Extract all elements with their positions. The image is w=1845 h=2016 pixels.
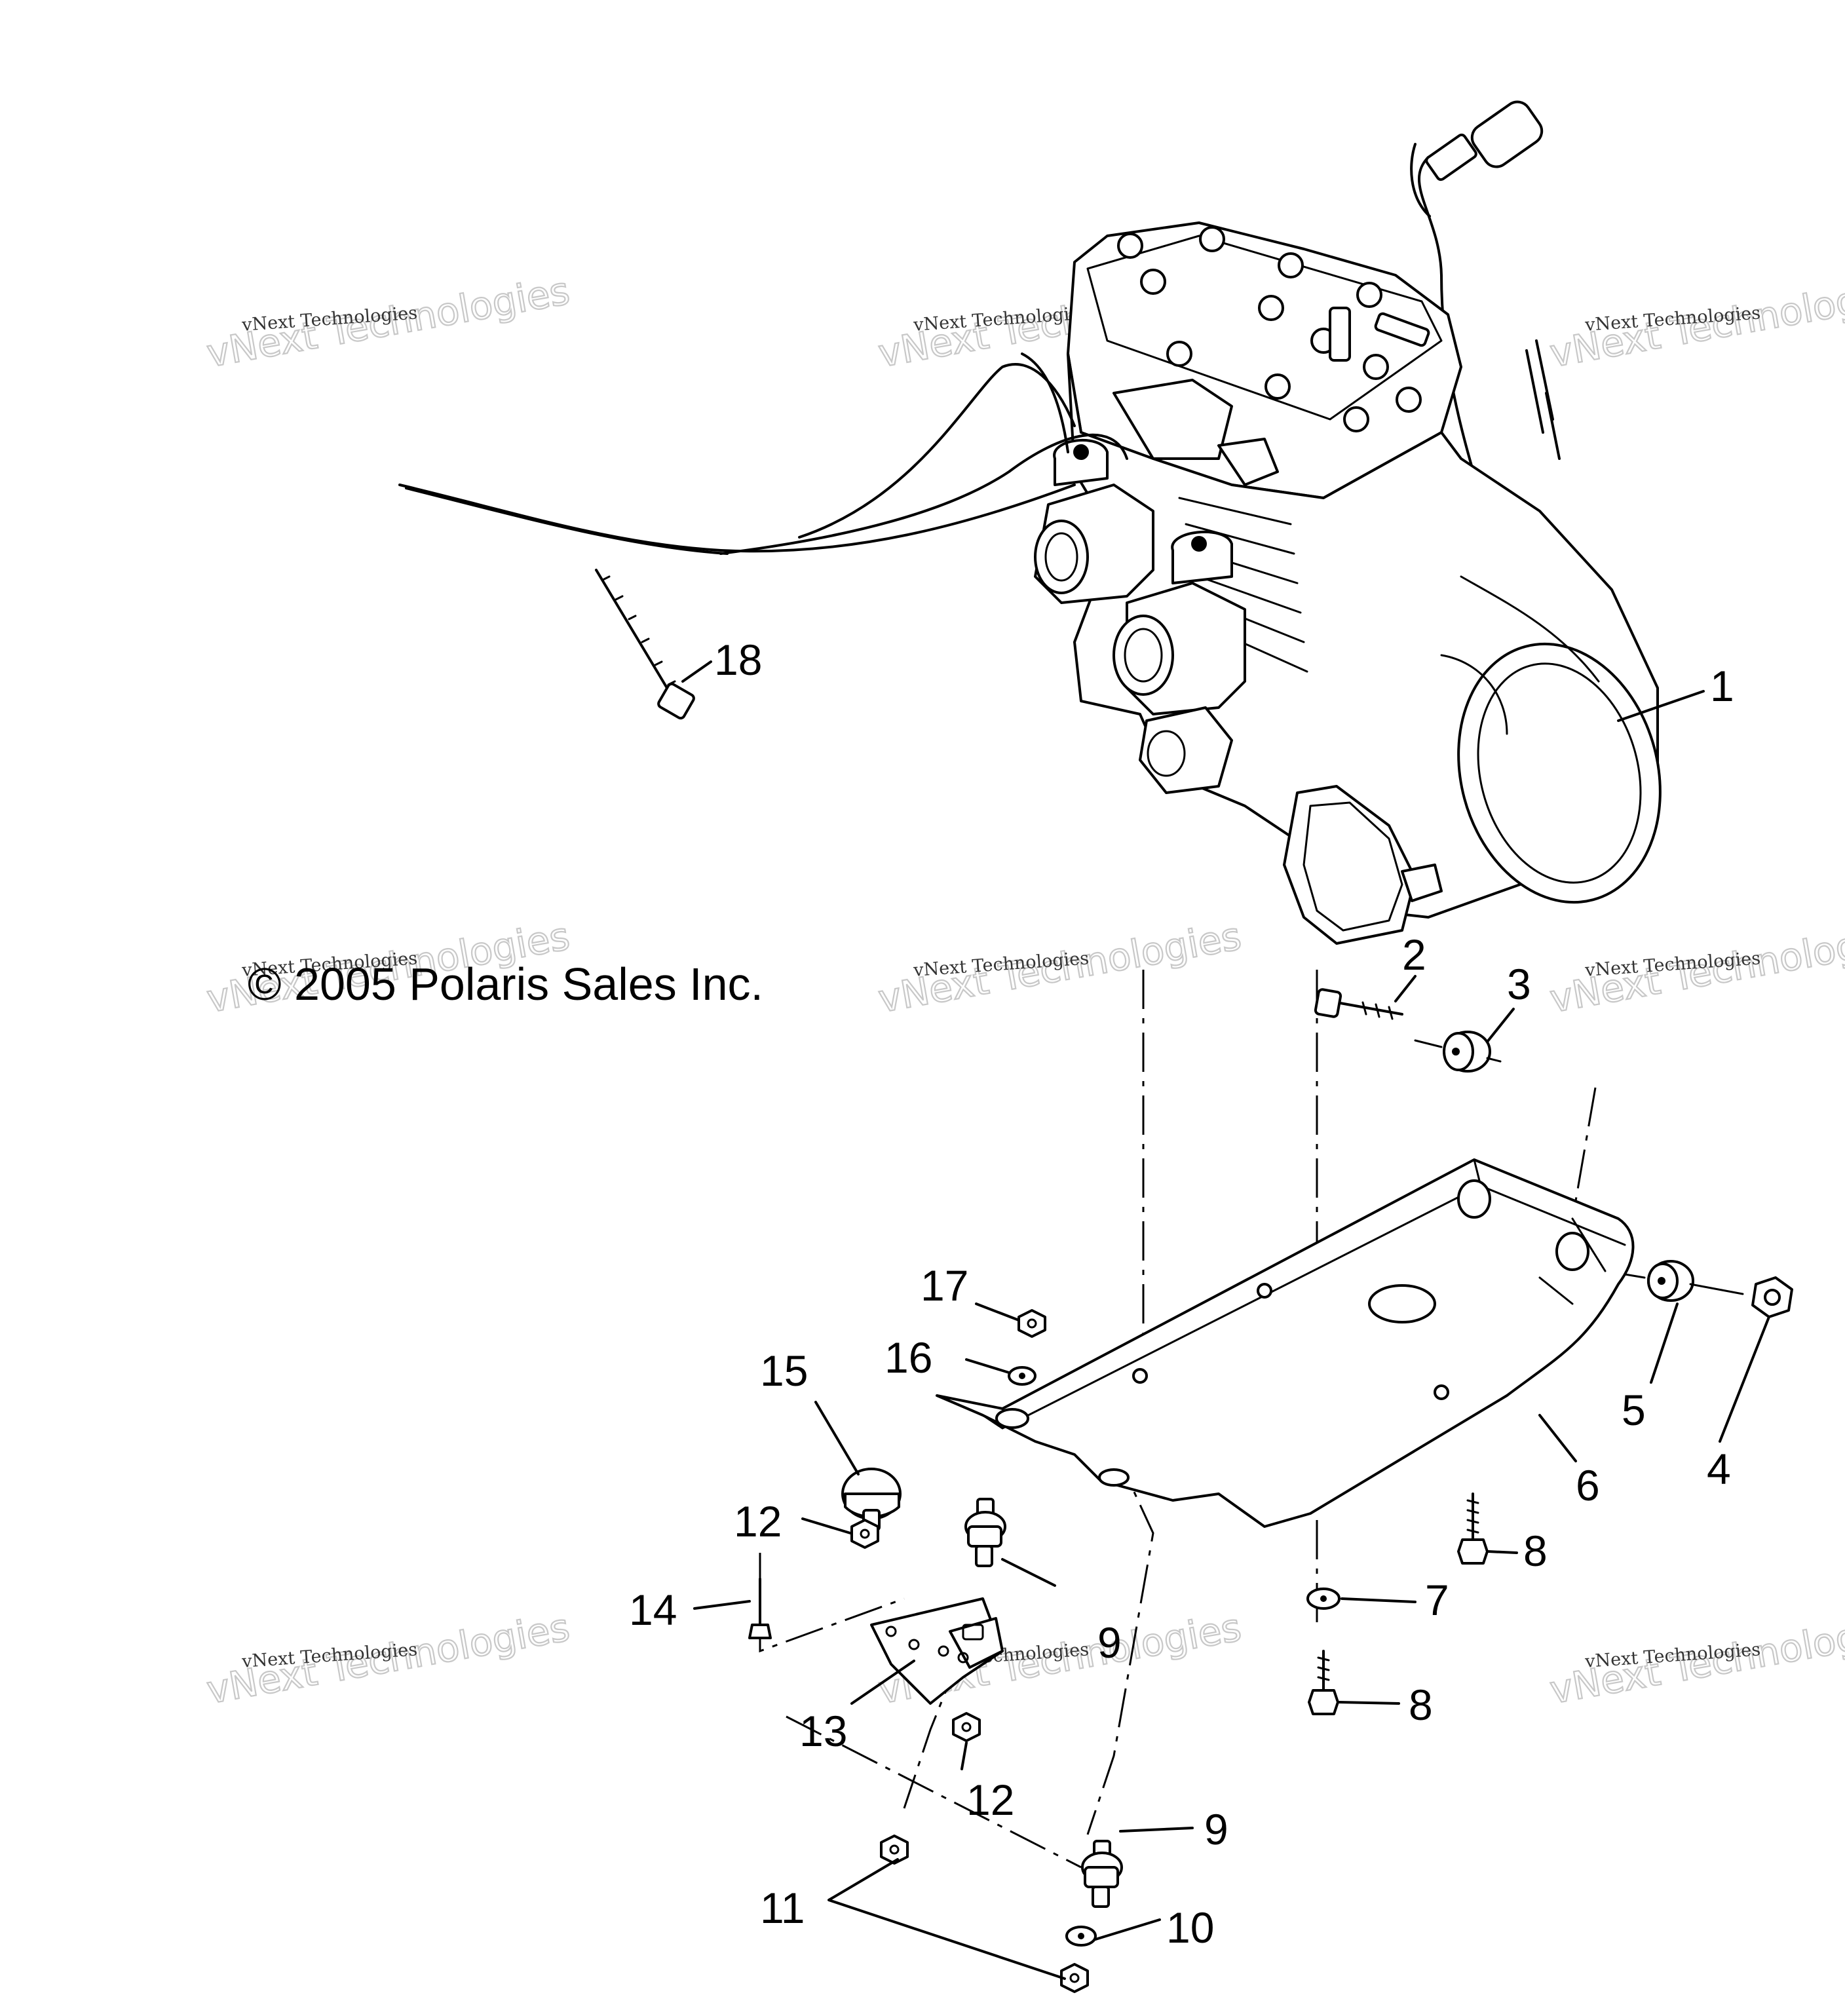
leader-9a [1001,1558,1056,1587]
leader-9b [1119,1827,1194,1833]
carburetor-lower [1113,530,1246,715]
part-9-mount-upper [964,1498,1006,1567]
callout-numbers: 1 2 3 4 5 6 7 8 8 9 9 10 11 12 12 13 14 … [629,636,1734,1952]
plate-hole-right [1555,1232,1589,1271]
callout-9a: 9 [1097,1618,1122,1667]
spark-plug-cap [1470,100,1544,168]
spark-plug [1329,307,1351,362]
engine-assembly [398,100,1662,945]
watermark-bottom-right: vNext Technologies vNext Technologies [1546,1604,1845,1713]
callout-16: 16 [884,1333,932,1382]
watermark-top-right: vNext Technologies vNext Technologies [1546,267,1845,376]
leader-15 [814,1401,860,1475]
callout-9b: 9 [1204,1805,1228,1854]
watermark-mid-right: vNext Technologies vNext Technologies [1546,913,1845,1021]
part-10-washer [1065,1926,1097,1947]
part-11-nut-b [1060,1963,1089,1993]
part-11-nut-a [880,1835,909,1865]
watermark-bottom-left: vNext Technologies vNext Technologies [203,1604,574,1713]
callout-14: 14 [629,1586,677,1634]
leader-1 [1617,690,1705,722]
callout-6: 6 [1576,1461,1600,1510]
callout-8b: 8 [1409,1681,1433,1729]
callout-13: 13 [799,1707,847,1755]
leader-14 [693,1600,751,1610]
leader-17 [975,1303,1020,1322]
part-17-nut [1018,1309,1046,1338]
watermark-top-left: vNext Technologies vNext Technologies [203,267,574,376]
leader-3 [1486,1008,1515,1043]
part-6-mounting-plate [936,1158,1635,1528]
callout-15: 15 [760,1346,808,1395]
callout-18: 18 [714,636,762,684]
part-18-screw [595,569,695,720]
part-12-nut-lower [952,1712,981,1742]
part-8-bolt-lower [1308,1650,1339,1715]
callout-10: 10 [1166,1903,1214,1952]
leader-12b [961,1741,968,1770]
leader-8a [1487,1550,1518,1554]
spark-plug-boot [1425,133,1477,181]
part-13-bracket [870,1597,1004,1705]
leader-13 [850,1660,915,1705]
part-15-bumper [841,1468,902,1531]
throttle-cable [398,484,1076,553]
callout-7: 7 [1425,1576,1449,1624]
leader-2 [1394,975,1417,1002]
callout-5: 5 [1622,1386,1646,1434]
callout-3: 3 [1507,960,1531,1008]
callout-12a: 12 [734,1497,782,1546]
part-14-screw [748,1578,772,1639]
choke-cable [719,433,1128,555]
part-5-grommet [1624,1260,1744,1302]
watermark-mid-center: vNext Technologies vNext Technologies [875,913,1246,1021]
part-2-bolt [1314,988,1403,1020]
callout-1: 1 [1710,662,1734,710]
leader-11 [827,1858,1066,1980]
callout-2: 2 [1402,930,1426,979]
callout-8a: 8 [1523,1527,1548,1575]
part-16-washer [1008,1366,1037,1386]
copyright-notice: © 2005 Polaris Sales Inc. [248,959,763,1010]
leader-18 [681,660,712,683]
leader-4 [1719,1316,1770,1443]
leader-8b [1338,1701,1400,1705]
part-4-nut [1751,1276,1793,1318]
head-bolts [1117,226,1422,432]
part-12-nut-upper [850,1519,879,1549]
recoil-starter-cover [1457,642,1662,904]
starter-handle [1283,785,1417,945]
leader-10 [1094,1918,1161,1941]
callout-11: 11 [760,1884,805,1932]
callout-12b: 12 [966,1776,1014,1824]
part-8-bolt-upper [1457,1493,1489,1565]
leader-16 [965,1358,1010,1374]
callout-4: 4 [1707,1445,1731,1493]
part-3-rubber-mount [1414,1031,1502,1073]
plate-hole-upper [1457,1179,1491,1219]
carburetor-upper [1034,438,1154,604]
part-9-mount-lower [1081,1840,1123,1908]
leader-6 [1538,1414,1577,1462]
leader-12a [801,1517,852,1534]
leader-5 [1650,1303,1679,1384]
plate-center-hole [1368,1284,1436,1323]
leader-7 [1341,1597,1417,1603]
leader-lines [681,660,1770,1980]
part-7-washer [1306,1588,1341,1610]
callout-17: 17 [921,1261,968,1310]
